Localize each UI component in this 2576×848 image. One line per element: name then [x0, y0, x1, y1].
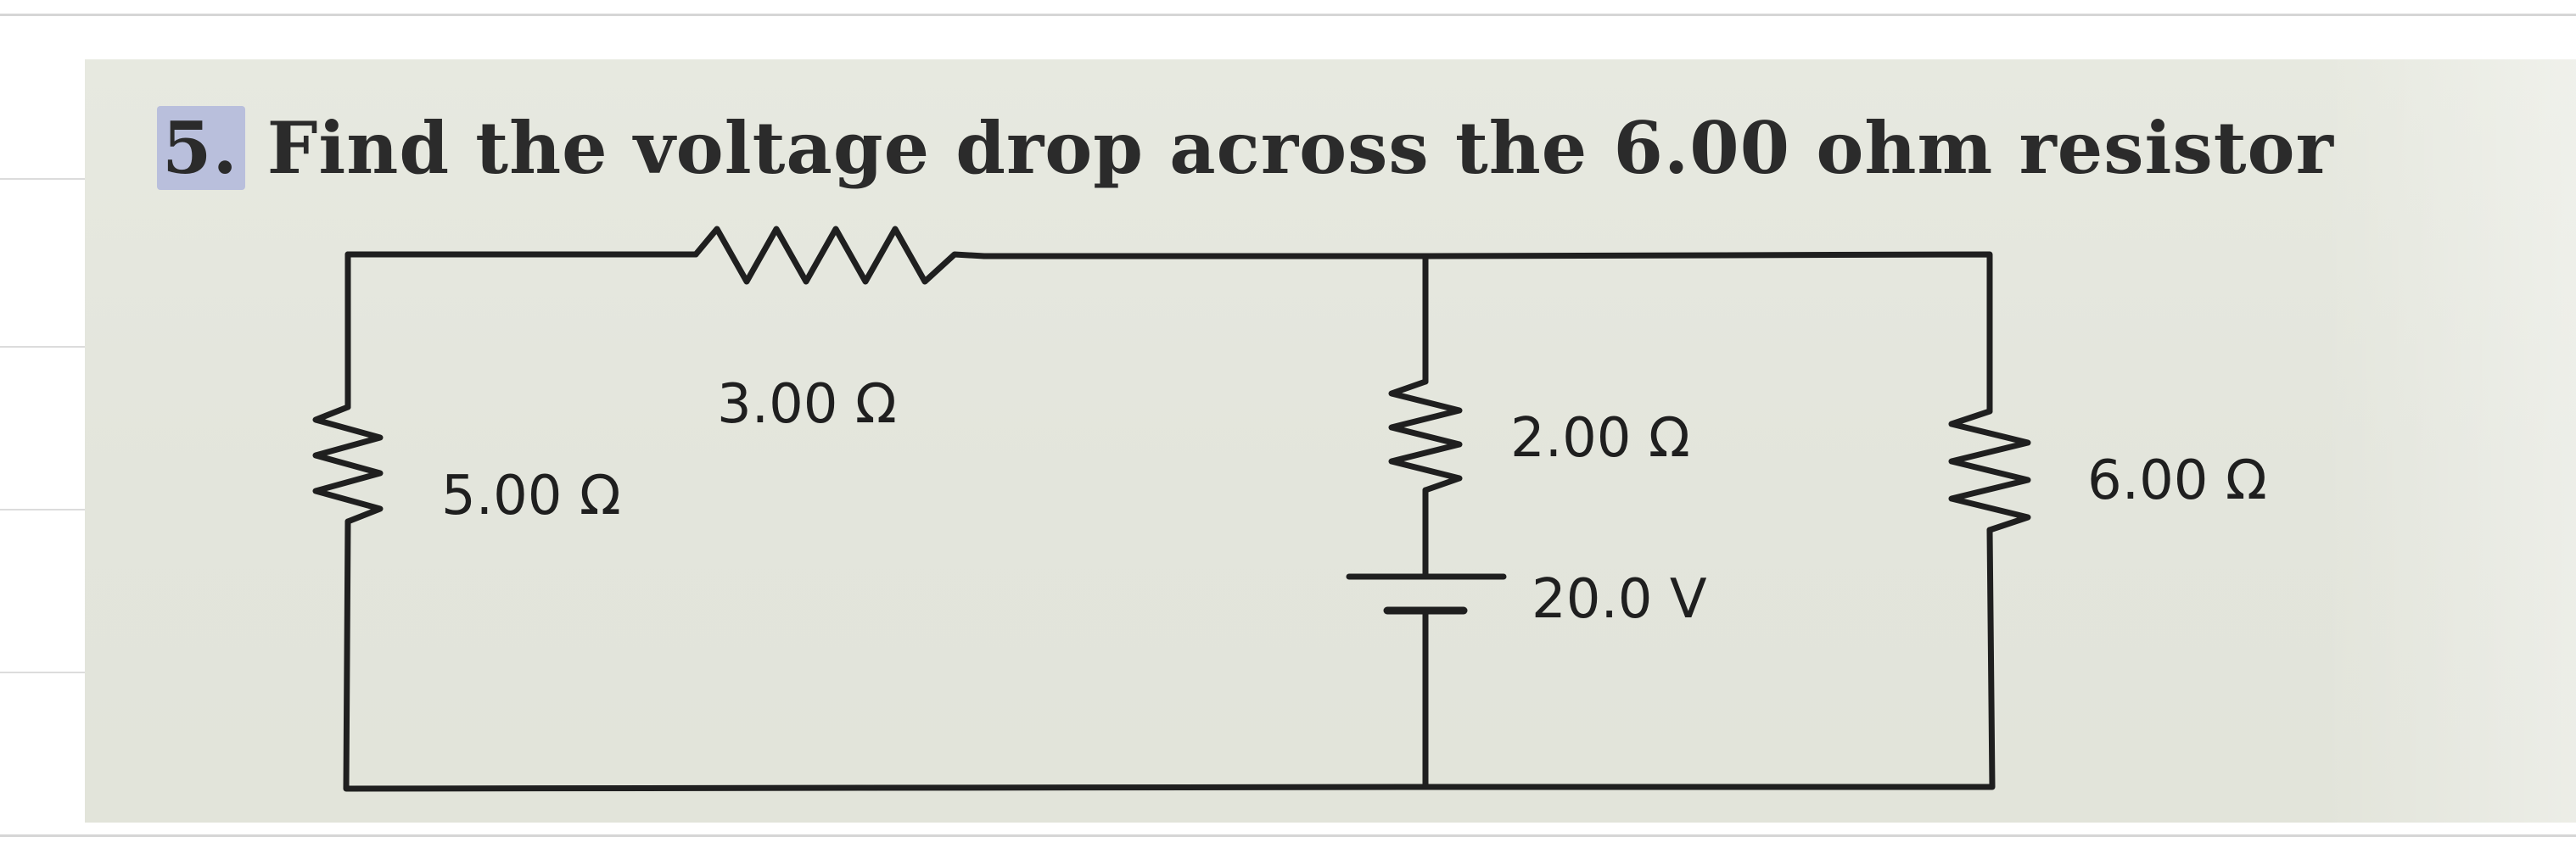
- question-text: Find the voltage drop across the 6.00 oh…: [266, 106, 2334, 190]
- battery-icon: [1346, 573, 1507, 615]
- notebook-rule: [0, 346, 85, 348]
- label-20v: 20.0 V: [1532, 568, 1707, 631]
- label-5ohm: 5.00 Ω: [441, 465, 621, 527]
- bottom-border: [0, 834, 2576, 837]
- top-wire: [344, 251, 1993, 415]
- left-wire: [343, 251, 1429, 792]
- right-wire: [1422, 527, 1996, 790]
- photo-glare: [2321, 59, 2576, 823]
- circuit-diagram: [312, 226, 2031, 792]
- label-3ohm: 3.00 Ω: [717, 373, 897, 436]
- worksheet-photo: 5. Find the voltage drop across the 6.00…: [85, 59, 2576, 823]
- resistor-6ohm-icon: [1948, 408, 2031, 533]
- label-2ohm: 2.00 Ω: [1510, 407, 1690, 470]
- notebook-rule: [0, 178, 85, 180]
- resistor-5ohm-icon: [312, 404, 384, 525]
- top-border: [0, 14, 2576, 16]
- resistor-2ohm-icon: [1388, 378, 1463, 494]
- label-6ohm: 6.00 Ω: [2087, 449, 2267, 512]
- notebook-rule: [0, 509, 85, 510]
- question-heading: 5. Find the voltage drop across the 6.00…: [157, 106, 2334, 190]
- notebook-rule: [0, 672, 85, 673]
- question-number: 5.: [157, 106, 245, 190]
- resistor-3ohm-icon: [692, 226, 988, 285]
